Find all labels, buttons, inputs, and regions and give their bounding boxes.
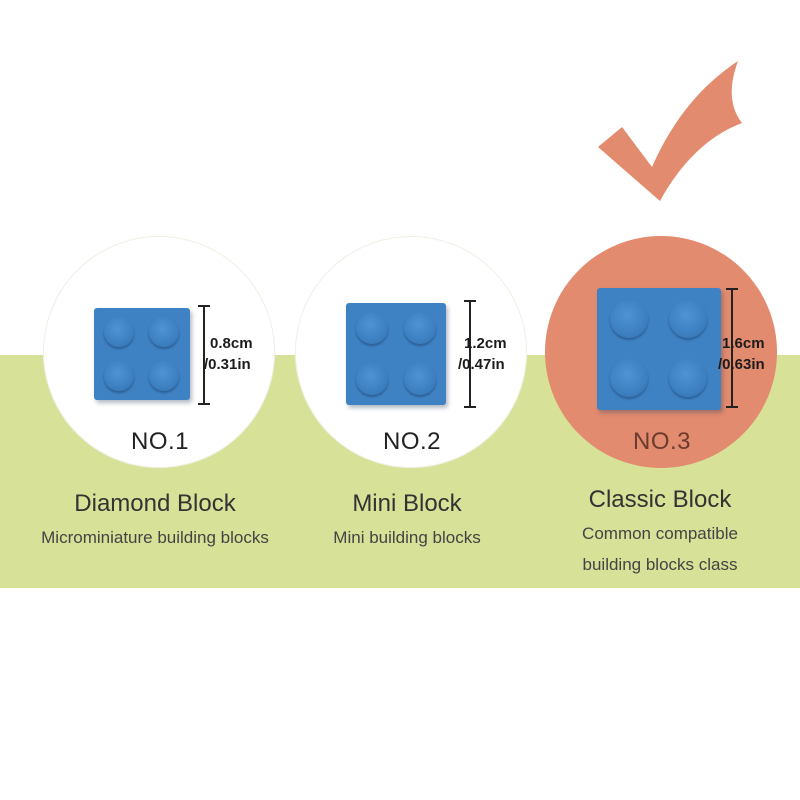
option-description-line-1: Common compatible xyxy=(582,524,738,543)
size-in-label: /0.31in xyxy=(204,356,251,373)
size-cm-label: 1.2cm xyxy=(464,335,507,352)
brick-image xyxy=(346,303,446,405)
option-name: Classic Block xyxy=(588,486,732,513)
dimension-line xyxy=(726,288,738,408)
stud xyxy=(356,312,388,344)
size-cm-label: 1.6cm xyxy=(722,335,765,352)
stud xyxy=(404,363,436,395)
stud xyxy=(104,361,134,391)
stud xyxy=(404,312,436,344)
option-name: Diamond Block xyxy=(74,490,236,517)
option-name: Mini Block xyxy=(352,490,462,517)
option-number: NO.1 xyxy=(130,428,189,455)
stud xyxy=(356,363,388,395)
size-in-label: /0.63in xyxy=(718,356,765,373)
stud xyxy=(149,361,179,391)
option-description: Microminiature building blocks xyxy=(41,528,269,547)
stud xyxy=(669,300,707,338)
stud xyxy=(610,359,648,397)
size-cm-label: 0.8cm xyxy=(210,335,253,352)
option-number: NO.2 xyxy=(382,428,441,455)
option-number: NO.3 xyxy=(632,428,691,455)
option-description: Mini building blocks xyxy=(333,528,481,547)
stud xyxy=(669,359,707,397)
dimension-line xyxy=(464,300,476,408)
brick-image xyxy=(597,288,721,410)
stud xyxy=(149,317,179,347)
option-description-line-2: building blocks class xyxy=(582,555,738,574)
checkmark-icon xyxy=(598,61,742,201)
brick-image xyxy=(94,308,190,400)
dimension-line xyxy=(198,305,210,405)
stud xyxy=(104,317,134,347)
size-in-label: /0.47in xyxy=(458,356,505,373)
stud xyxy=(610,300,648,338)
